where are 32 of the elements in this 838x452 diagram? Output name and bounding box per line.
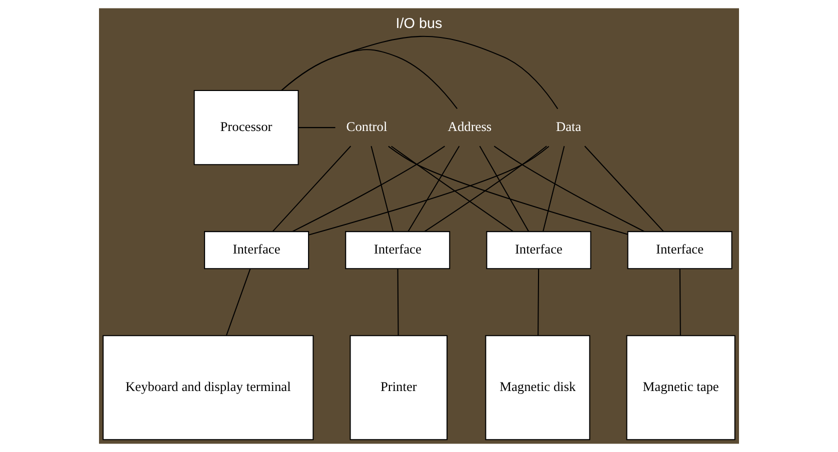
connector bbox=[494, 146, 645, 232]
connector bbox=[391, 146, 514, 232]
connector bbox=[679, 268, 681, 336]
node-box: Interface bbox=[627, 231, 732, 270]
connector bbox=[292, 146, 446, 232]
diagram-title: I/O bus bbox=[396, 16, 442, 32]
connector bbox=[281, 36, 558, 110]
node-box: Magnetic tape bbox=[626, 335, 736, 440]
connector bbox=[388, 146, 628, 235]
connector bbox=[298, 127, 336, 128]
connector bbox=[408, 146, 460, 232]
connector bbox=[370, 146, 394, 232]
node-text: Address bbox=[448, 119, 492, 134]
connector bbox=[272, 146, 352, 232]
node-box: Printer bbox=[350, 335, 448, 440]
connector bbox=[424, 146, 547, 232]
node-text: Data bbox=[556, 119, 582, 134]
connector bbox=[479, 146, 530, 232]
node-box: Keyboard and display terminal bbox=[102, 335, 314, 440]
node-box: Processor bbox=[194, 90, 299, 166]
node-box: Interface bbox=[486, 231, 592, 270]
connector bbox=[226, 268, 251, 336]
connector bbox=[538, 268, 540, 336]
node-text: Control bbox=[346, 119, 388, 134]
connector bbox=[397, 268, 399, 336]
connector bbox=[308, 146, 550, 236]
node-box: Interface bbox=[204, 231, 310, 270]
connector bbox=[584, 146, 664, 232]
connector bbox=[542, 146, 565, 232]
node-box: Magnetic disk bbox=[485, 335, 590, 440]
connector bbox=[281, 49, 458, 110]
node-box: Interface bbox=[345, 231, 450, 270]
